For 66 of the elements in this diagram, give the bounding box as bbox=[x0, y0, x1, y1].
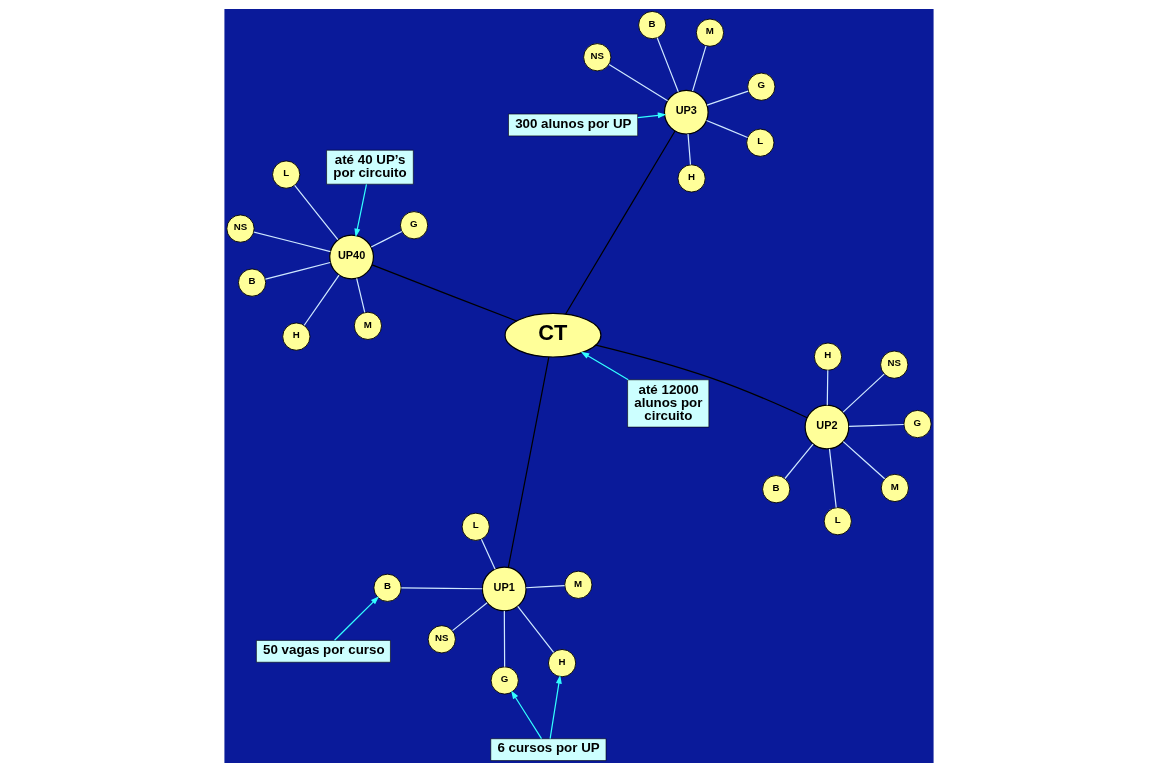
connector bbox=[842, 440, 885, 479]
connector bbox=[783, 442, 814, 479]
connector bbox=[705, 90, 749, 106]
node-circle: UP40 bbox=[328, 234, 374, 279]
arrow bbox=[549, 674, 562, 739]
node-circle: UP1 bbox=[481, 566, 527, 611]
node-box: 50 vagas por curso bbox=[255, 639, 391, 663]
node-circle: L bbox=[461, 512, 490, 541]
node-circle: L bbox=[745, 128, 774, 157]
connector bbox=[503, 609, 505, 667]
connector bbox=[705, 119, 748, 138]
connector bbox=[847, 423, 904, 427]
connector bbox=[826, 369, 828, 406]
node-circle: G bbox=[746, 72, 775, 101]
connector bbox=[370, 230, 402, 248]
connector bbox=[608, 63, 668, 101]
node-circle: L bbox=[271, 160, 300, 189]
node-circle: NS bbox=[427, 624, 456, 653]
arrow bbox=[510, 690, 542, 739]
node-circle: UP3 bbox=[663, 89, 709, 135]
connector bbox=[400, 586, 483, 589]
node-box: 300 alunos por UP bbox=[507, 113, 638, 136]
node-circle: L bbox=[823, 506, 852, 535]
connector bbox=[480, 538, 496, 570]
node-circle: M bbox=[563, 570, 592, 599]
connector bbox=[516, 605, 554, 653]
node-circle: B bbox=[637, 10, 666, 39]
node-circle: H bbox=[813, 342, 842, 371]
connector bbox=[656, 36, 679, 92]
connector bbox=[252, 230, 331, 252]
arrow bbox=[636, 111, 666, 118]
connector bbox=[507, 355, 549, 568]
connector bbox=[524, 584, 565, 588]
node-circle: G bbox=[399, 210, 428, 239]
node-circle: H bbox=[281, 322, 310, 351]
arrow bbox=[580, 351, 629, 380]
node-circle: G bbox=[490, 665, 519, 695]
connector bbox=[828, 447, 837, 508]
node-box: até 40 UP’s por circuito bbox=[325, 149, 414, 184]
node-circle: H bbox=[677, 163, 706, 192]
node-circle: M bbox=[353, 311, 382, 340]
connector bbox=[691, 44, 707, 92]
connector bbox=[841, 372, 885, 413]
connector bbox=[264, 261, 331, 280]
node-circle: NS bbox=[225, 214, 255, 243]
node-circle: G bbox=[902, 409, 932, 438]
arrow bbox=[333, 595, 379, 641]
node-circle: NS bbox=[879, 350, 908, 379]
node-circle: M bbox=[695, 18, 724, 47]
connector bbox=[303, 273, 340, 326]
connector bbox=[594, 343, 808, 418]
connector bbox=[686, 132, 691, 165]
node-box: 6 cursos por UP bbox=[490, 737, 606, 761]
connector bbox=[451, 601, 488, 631]
connector bbox=[564, 129, 676, 315]
node-box: até 12000 alunos por circuito bbox=[626, 379, 709, 427]
connector bbox=[293, 184, 338, 240]
node-circle: B bbox=[761, 474, 790, 503]
node-circle: M bbox=[880, 473, 909, 502]
arrow bbox=[353, 183, 367, 237]
node-circle: H bbox=[547, 648, 576, 677]
node-circle: B bbox=[237, 268, 266, 297]
node-circle: UP2 bbox=[804, 404, 849, 449]
node-circle: NS bbox=[582, 42, 611, 71]
connector bbox=[355, 277, 365, 313]
connector bbox=[371, 263, 517, 322]
